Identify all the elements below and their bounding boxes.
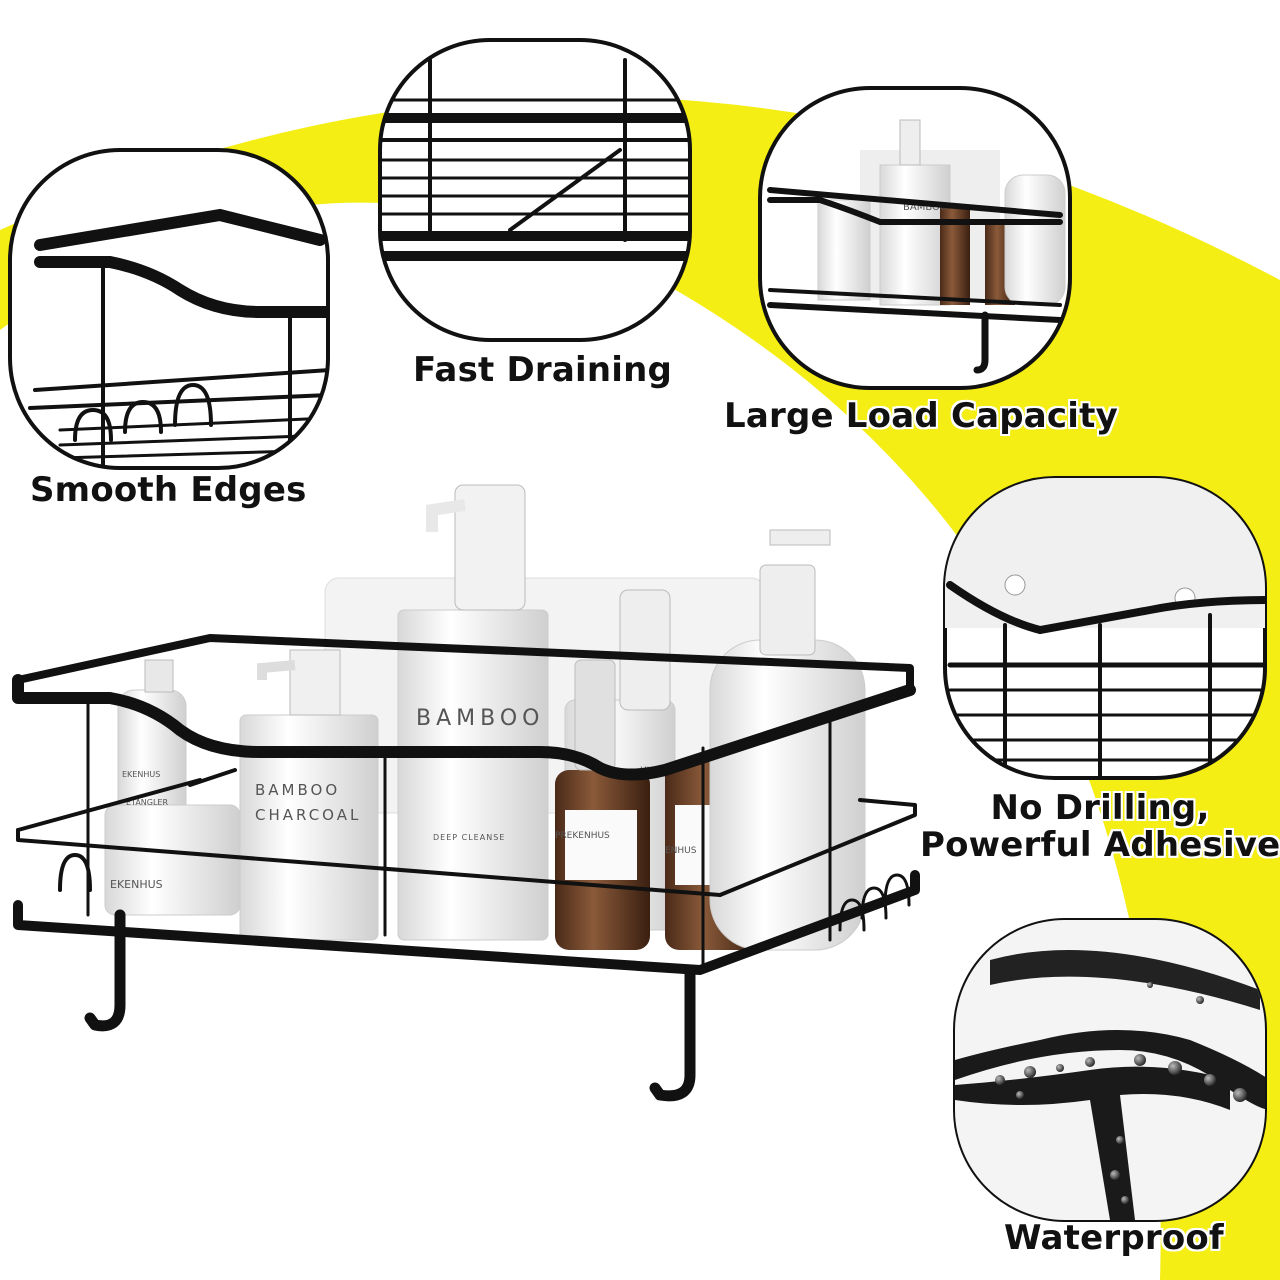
no-drilling-line-2: Powerful Adhesive [920,825,1280,866]
yellow-arc-band [0,96,1280,1280]
large-load-label: Large Load Capacity [724,396,1118,436]
detangler-label: ETANGLER [126,798,168,807]
brand-label-3: ENHUS [665,846,697,856]
large-load-detail: BAMBOO [758,86,1072,390]
no-drilling-label: No Drilling, Powerful Adhesive [920,788,1280,866]
waterproof-detail [953,918,1267,1222]
bamboo-charcoal-label-1: BAMBOO [255,781,340,799]
bamboo-label: BAMBOO [416,706,544,731]
deep-cleanse-label: DEEP CLEANSE [433,833,505,842]
fast-draining-detail [378,38,692,342]
svg-text:BAMBOO: BAMBOO [903,202,948,213]
basket-frame [12,634,920,1102]
fast-draining-label: Fast Draining [413,350,673,390]
waterproof-label: Waterproof [1004,1218,1224,1258]
smooth-edges-detail [8,148,330,470]
no-drilling-line-1: No Drilling, [990,788,1210,828]
smooth-edges-label: Smooth Edges [30,470,307,510]
bamboo-charcoal-label-2: CHARCOAL [255,806,361,824]
brand-label-2: PREKENHUS [555,831,610,841]
brand-label-1: EKENHUS [110,878,163,891]
brand-label-4: EKENHUS [122,770,160,779]
main-shelf-product: BAMBOO BAMBOO CHARCOAL DEEP CLEANSE EKEN… [12,484,920,1102]
adhesive-detail [943,476,1267,780]
